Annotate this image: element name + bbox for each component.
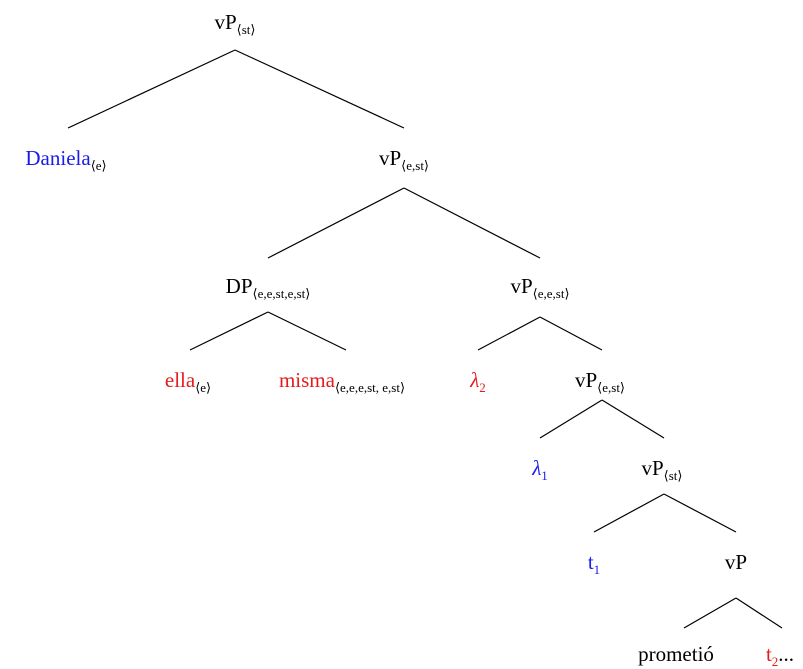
edge-vp-eest-lambda2 — [477, 316, 541, 351]
node-vp-e-st-lower: vP⟨e,st⟩ — [574, 368, 626, 395]
node-dp: DP⟨e,e,st,e,st⟩ — [225, 274, 311, 301]
node-t-2: t2... — [765, 642, 795, 669]
edge-vp-bare-prometio — [683, 597, 737, 629]
node-vp-e-st: vP⟨e,st⟩ — [378, 146, 430, 173]
edge-vp-st2-vp-bare — [663, 493, 737, 533]
node-daniela: Daniela⟨e⟩ — [25, 146, 107, 173]
edge-vp-est2-vp-st2 — [601, 399, 665, 439]
node-vp-e-e-st: vP⟨e,e,st⟩ — [510, 274, 570, 301]
edge-vp-st2-t1 — [593, 493, 665, 533]
node-ella: ella⟨e⟩ — [164, 368, 212, 395]
node-root-vp: vP⟨st⟩ — [214, 10, 256, 37]
node-t-1: t1 — [587, 550, 601, 577]
node-lambda-2: λ2 — [470, 368, 486, 395]
edge-vp-eest-vp-est2 — [539, 316, 603, 351]
edge-vp-est2-lambda1 — [539, 399, 603, 439]
node-lambda-1: λ1 — [532, 456, 548, 483]
edge-dp-ella — [189, 311, 269, 351]
edge-root-vp-est — [234, 49, 405, 129]
node-vp-bare: vP — [724, 550, 748, 574]
node-vp-st-lower: vP⟨st⟩ — [641, 456, 683, 483]
edge-dp-misma — [267, 311, 347, 351]
edge-vp-est-vp-eest — [403, 187, 541, 259]
node-prometio: prometió — [638, 642, 714, 666]
edge-vp-bare-t2 — [735, 597, 783, 629]
edge-root-daniela — [67, 49, 236, 129]
edge-vp-est-dp — [267, 187, 405, 259]
node-misma: misma⟨e,e,e,st, e,st⟩ — [278, 368, 406, 395]
